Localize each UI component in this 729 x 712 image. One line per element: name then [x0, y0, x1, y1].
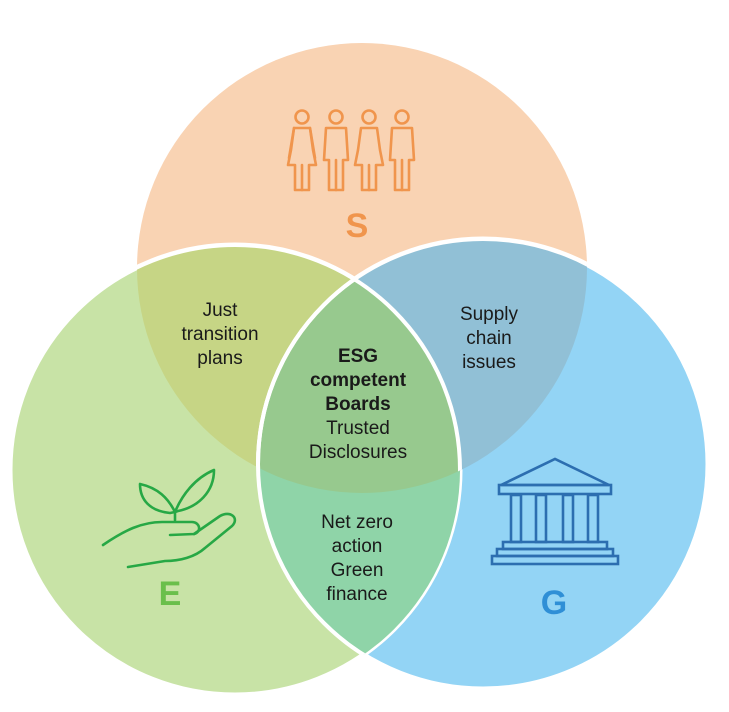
overlap-s-g-label: Supply chain issues	[429, 303, 549, 375]
social-letter: S	[345, 207, 369, 245]
label-line: Net zero	[321, 512, 393, 533]
center-bold-line: competent	[309, 370, 407, 391]
overlap-center	[258, 245, 460, 493]
label-line: transition	[181, 324, 259, 345]
bank-columns-icon	[490, 457, 620, 566]
label-line: chain	[466, 328, 512, 349]
overlap-e-g-label: Net zero action Green finance	[297, 511, 417, 607]
center-bold-line: Boards	[325, 394, 391, 415]
label-line: Just	[202, 300, 238, 321]
overlap-s-e-label: Just transition plans	[160, 299, 280, 371]
governance-letter: G	[540, 584, 568, 622]
center-line: Disclosures	[308, 442, 408, 463]
plant-in-hand-icon	[101, 468, 237, 569]
label-line: plans	[197, 348, 243, 369]
label-line: Supply	[459, 304, 519, 325]
environmental-letter: E	[158, 575, 182, 613]
label-line: action	[331, 536, 383, 557]
label-line: finance	[326, 584, 388, 605]
label-line: issues	[462, 352, 516, 373]
center-line: Trusted	[326, 418, 390, 439]
people-icon	[286, 109, 416, 192]
center-bold-line: ESG	[337, 346, 379, 367]
center-label: ESG competent Boards Trusted Disclosures	[288, 345, 428, 465]
label-line: Green	[330, 560, 384, 581]
